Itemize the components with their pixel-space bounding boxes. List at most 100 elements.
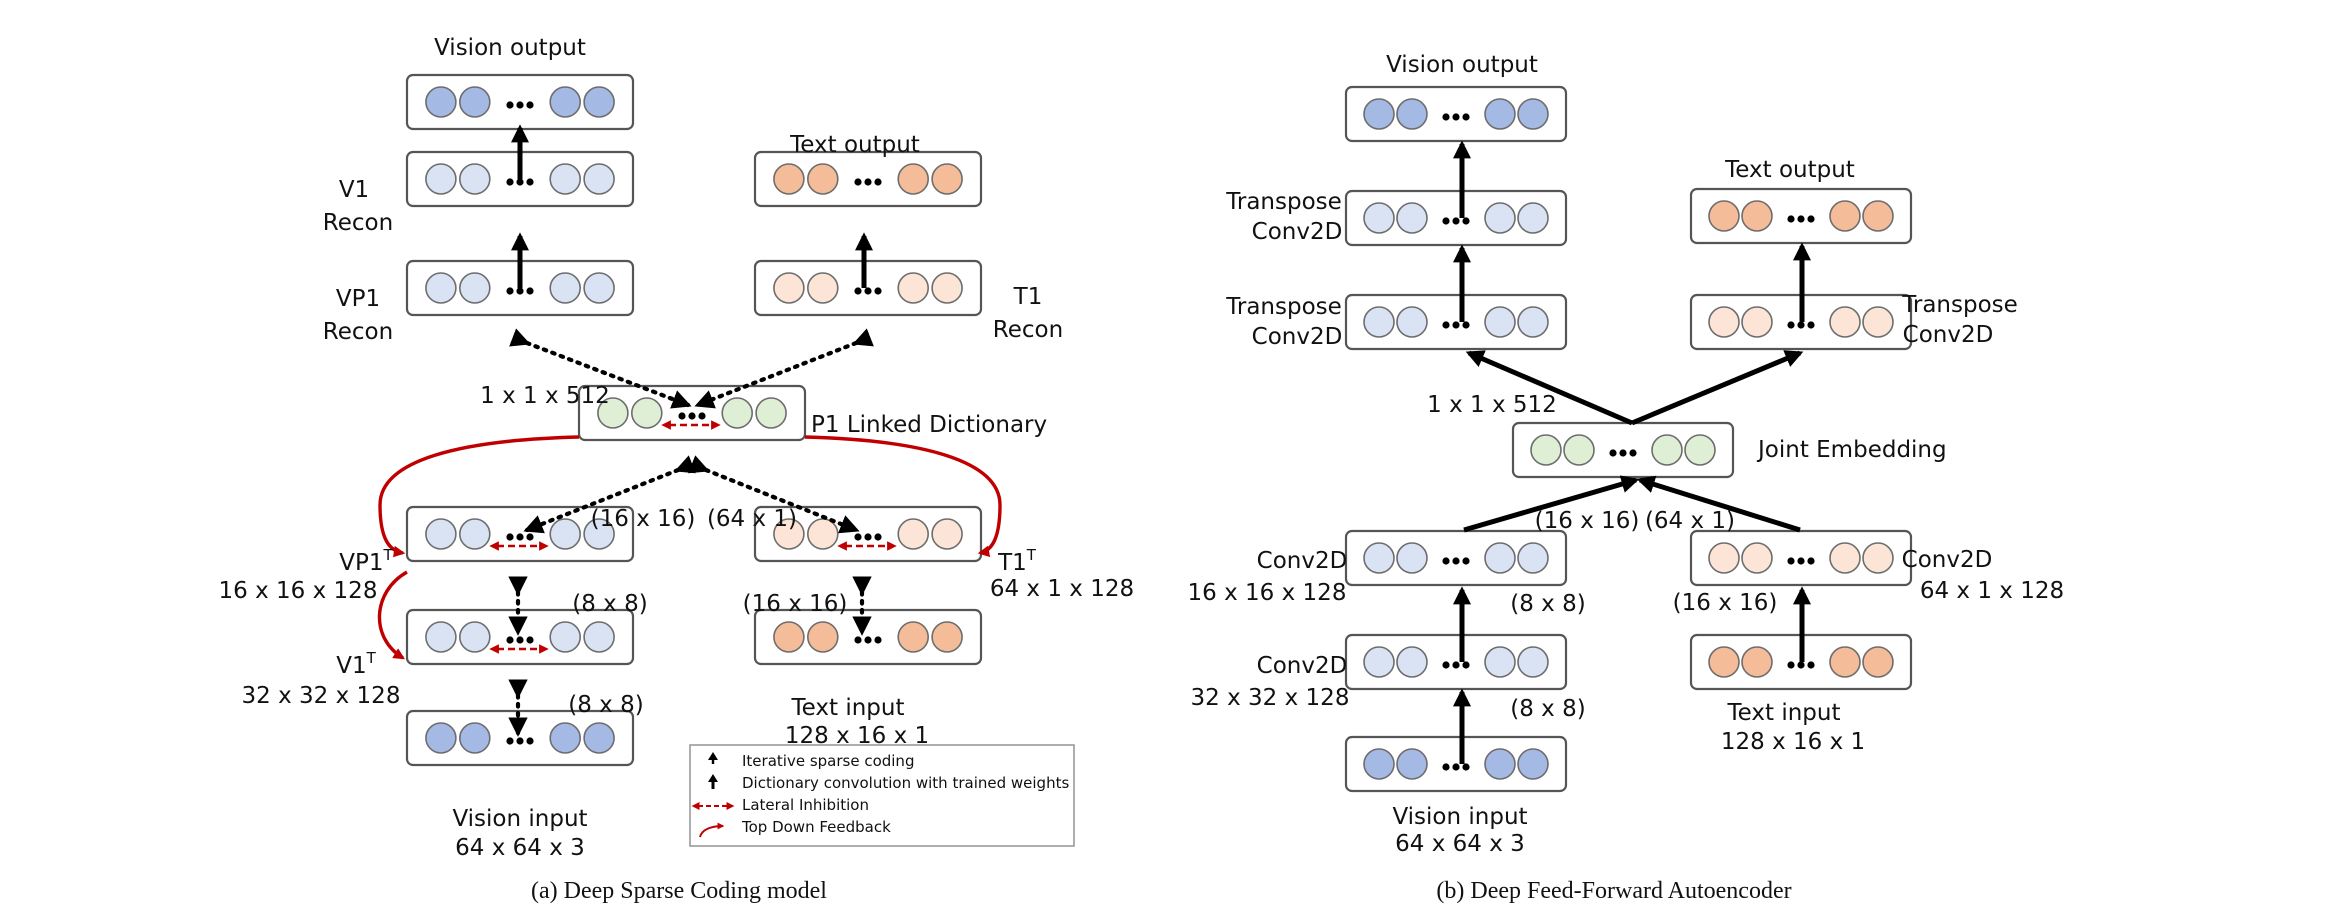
vision-output-layer-node: [458, 86, 491, 118]
p1-dictionary-layer: [577, 384, 807, 442]
legend-dotted-arrow-icon: [708, 774, 718, 782]
left-vp1-recon-label-1: VP1: [336, 286, 380, 312]
text-input-layer-node: [897, 621, 930, 653]
vp1-recon-layer-node: [425, 272, 457, 304]
dotted-vp1recon-p1: [509, 328, 692, 409]
right-kernel-16x16-label: (16 x 16): [1535, 508, 1640, 534]
right-vision-output-layer-node: [1396, 98, 1428, 130]
vision-input-layer-node: [458, 722, 491, 754]
right-joint-embedding-layer-node: [1651, 434, 1683, 466]
vision-output-layer-node: [425, 86, 457, 118]
p1-dictionary-layer-node: [721, 397, 754, 429]
right-conv-c-label-1: Conv2D: [1902, 547, 1993, 573]
right-conv-c-layer-ellipsis-dot: [1797, 557, 1805, 565]
right-text-output-layer-node: [1741, 200, 1773, 232]
right-vision-input-layer-node: [1484, 748, 1516, 780]
right-vision-output-layer-ellipsis-dot: [1462, 113, 1470, 121]
v1t-layer-ellipsis-dot: [516, 636, 524, 644]
v1t-layer-node: [458, 621, 491, 653]
right-text-input-layer-ellipsis-dot: [1807, 661, 1815, 669]
v1-recon-layer-node: [549, 163, 582, 195]
right-text-input-layer-node: [1829, 646, 1861, 678]
panel-deep-sparse-coding: Vision output V1 Recon VP1 Recon Text ou…: [219, 35, 1135, 904]
right-transpose-conv-a-layer-node: [1363, 202, 1395, 234]
v1t-layer-ellipsis-dot: [526, 636, 534, 644]
right-transpose-a-label-1: Transpose: [1225, 189, 1342, 215]
vision-input-layer: [405, 709, 635, 767]
vision-input-layer-node: [549, 722, 582, 754]
right-transpose-a-label-2: Conv2D: [1252, 219, 1343, 245]
right-vision-input-layer-node: [1396, 748, 1428, 780]
right-transpose-conv-c-layer-node: [1708, 306, 1740, 338]
vp1t-layer-ellipsis-dot: [526, 533, 534, 541]
text-output-layer-ellipsis-dot: [864, 178, 872, 186]
text-input-layer-ellipsis-dot: [854, 636, 862, 644]
right-transpose-conv-c-layer-ellipsis-dot: [1807, 321, 1815, 329]
right-joint-embedding-layer-node: [1530, 434, 1562, 466]
text-input-layer-node: [931, 621, 963, 653]
text-input-layer-node: [773, 621, 805, 653]
arrow-joint-to-tconv-b: [1465, 350, 1633, 426]
right-text-input-layer-ellipsis-dot: [1787, 661, 1795, 669]
vision-input-layer-ellipsis-dot: [516, 737, 524, 745]
panel-feed-forward-autoencoder: Vision output Transpose Conv2D Transpose…: [1188, 52, 2065, 904]
right-vision-output-layer-ellipsis-dot: [1452, 113, 1460, 121]
vision-output-layer-node: [583, 86, 615, 118]
right-vision-input-layer: [1344, 735, 1568, 793]
vp1-recon-layer-node: [583, 272, 615, 304]
vision-output-layer-node: [549, 86, 582, 118]
right-conv-b-label-1: Conv2D: [1257, 653, 1348, 679]
v1-recon-layer-node: [583, 163, 615, 195]
right-text-input-layer-node: [1741, 646, 1773, 678]
text-output-layer: [753, 150, 983, 208]
t1-recon-layer-node: [897, 272, 930, 304]
right-conv-a-label-1: Conv2D: [1257, 548, 1348, 574]
left-dim-512-label: 1 x 1 x 512: [480, 383, 610, 409]
right-transpose-c-label-1: Transpose: [1901, 292, 2018, 318]
left-v1-recon-label-1: V1: [339, 177, 369, 203]
right-caption: (b) Deep Feed-Forward Autoencoder: [1436, 878, 1791, 904]
vision-input-layer-node: [425, 722, 457, 754]
right-conv-c-layer-node: [1741, 542, 1773, 574]
right-vision-output-layer-node: [1517, 98, 1549, 130]
p1-dictionary-layer-ellipsis-dot: [688, 412, 696, 420]
dotted-p1-t1t: [688, 455, 860, 534]
left-kernel-8x8-a-label: (8 x 8): [572, 591, 647, 617]
legend-item-3-label: Lateral Inhibition: [742, 796, 869, 814]
right-transpose-conv-b-layer: [1344, 293, 1568, 351]
arrow-conv-a-to-joint: [1463, 475, 1640, 533]
right-transpose-conv-a-layer-ellipsis-dot: [1452, 217, 1460, 225]
right-text-output-layer-node: [1862, 200, 1894, 232]
right-text-output-layer-ellipsis-dot: [1787, 215, 1795, 223]
vp1t-layer-node: [425, 518, 457, 550]
right-transpose-conv-b-layer-node: [1363, 306, 1395, 338]
right-transpose-conv-b-layer-node: [1396, 306, 1428, 338]
vp1-recon-layer-node: [549, 272, 582, 304]
v1-recon-layer-ellipsis-dot: [506, 178, 514, 186]
right-text-input-layer-node: [1862, 646, 1894, 678]
left-p1-dictionary-label: P1 Linked Dictionary: [811, 412, 1047, 438]
text-output-layer-node: [897, 163, 930, 195]
t1t-layer-node: [806, 518, 839, 550]
vision-input-layer-ellipsis-dot: [506, 737, 514, 745]
left-vp1t-label: VP1T: [339, 546, 393, 576]
right-conv-c-layer-node: [1862, 542, 1894, 574]
right-vision-output-layer-node: [1363, 98, 1395, 130]
vision-output-layer-ellipsis-dot: [506, 101, 514, 109]
right-transpose-conv-c-layer-ellipsis-dot: [1797, 321, 1805, 329]
v1t-layer-node: [583, 621, 615, 653]
right-transpose-c-label-2: Conv2D: [1903, 322, 1994, 348]
vp1t-layer-ellipsis-dot: [506, 533, 514, 541]
right-transpose-conv-b-layer-ellipsis-dot: [1462, 321, 1470, 329]
text-output-layer-ellipsis-dot: [874, 178, 882, 186]
v1-recon-layer-node: [458, 163, 491, 195]
text-output-layer-ellipsis-dot: [854, 178, 862, 186]
left-text-output-label: Text output: [789, 132, 920, 158]
text-input-layer-ellipsis-dot: [874, 636, 882, 644]
vp1-recon-layer-node: [458, 272, 491, 304]
arrow-conv-c-to-joint: [1636, 475, 1801, 533]
right-conv-c-layer-node: [1829, 542, 1861, 574]
right-text-input-dim-label: 128 x 16 x 1: [1721, 729, 1865, 755]
